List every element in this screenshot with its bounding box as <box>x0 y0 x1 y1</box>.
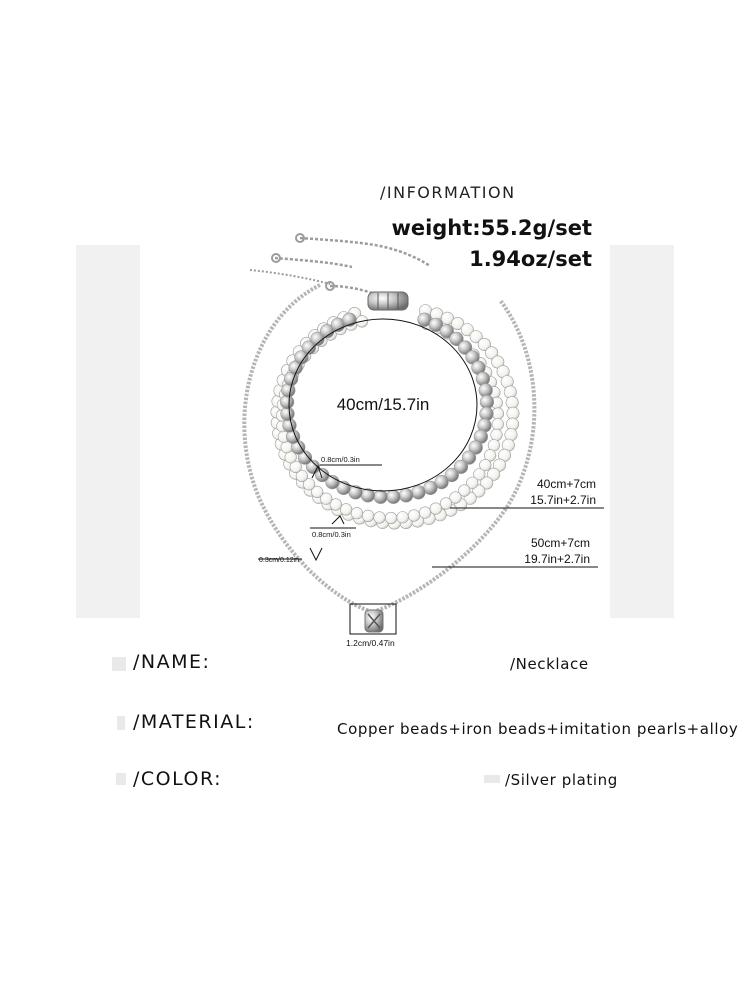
pearl-bead <box>503 385 517 399</box>
pearl-bead <box>303 478 316 491</box>
bead-small-size: 0.3cm/0.12in <box>259 557 299 564</box>
inner-diameter-label: 40cm/15.7in <box>337 395 430 414</box>
pearl-bead <box>289 460 302 474</box>
silver-bead <box>458 340 473 355</box>
pearl-bead <box>485 346 499 360</box>
silver-bead <box>310 331 325 347</box>
pearl-bead <box>469 330 483 344</box>
pearl-bead <box>295 469 309 483</box>
silver-bead <box>439 324 454 339</box>
silver-bead <box>434 475 449 490</box>
extender-chains <box>249 233 431 295</box>
pearl-bead <box>458 484 471 497</box>
pearl-bead <box>449 491 462 504</box>
bead-large-size: 0.8cm/0.3in <box>321 455 360 464</box>
silver-bead <box>479 406 494 421</box>
outer-length-cm: 50cm+7cm <box>531 536 590 550</box>
pearl-bead <box>487 467 501 481</box>
pearl-bead <box>320 492 333 505</box>
silver-bead <box>294 350 309 365</box>
dimension-leaders <box>258 464 604 568</box>
pearl-bead <box>373 511 386 524</box>
middle-length-cm: 40cm+7cm <box>537 477 596 491</box>
pearl-bead <box>472 484 486 498</box>
pearl-bead <box>311 485 324 499</box>
silver-bead-strand <box>280 312 495 504</box>
pearl-bead <box>484 449 497 462</box>
material-value: Copper beads+iron beads+imitation pearls… <box>337 720 739 738</box>
pearl-bead <box>429 502 442 515</box>
inner-diameter-circle <box>288 318 478 492</box>
pearl-bead <box>490 428 503 442</box>
pearl-bead <box>479 459 492 472</box>
pearl-bead <box>340 503 353 516</box>
silver-bead <box>453 459 469 474</box>
middle-length-in: 15.7in+2.7in <box>530 493 596 507</box>
pearl-bead <box>491 407 505 420</box>
pearl-bead <box>407 509 421 522</box>
silver-bead <box>449 331 464 347</box>
pearl-bead <box>473 468 486 481</box>
pearl-bead <box>466 476 479 489</box>
weight-grams: weight:55.2g/set <box>391 216 592 240</box>
pearl-bead <box>451 316 465 330</box>
silver-bead <box>399 488 414 503</box>
silver-bead <box>386 489 401 504</box>
bead-pearl-size: 0.8cm/0.3in <box>312 530 351 539</box>
color-label: /COLOR: <box>133 768 223 790</box>
silver-bead <box>423 480 438 496</box>
pearl-bead <box>362 509 375 523</box>
pearl-bead <box>492 458 506 472</box>
name-row-bullet <box>112 657 126 671</box>
silver-bead <box>297 450 313 465</box>
outer-ball-chain <box>242 283 537 615</box>
pendant-size: 1.2cm/0.47in <box>346 638 395 648</box>
information-heading: /INFORMATION <box>380 183 516 202</box>
pearl-bead <box>491 418 504 431</box>
silver-bead <box>444 467 459 483</box>
silver-bead <box>301 340 317 355</box>
background-panel-right <box>610 245 674 618</box>
pendant <box>349 603 397 635</box>
material-label: /MATERIAL: <box>133 711 255 733</box>
silver-bead <box>411 485 426 500</box>
pearl-bead <box>385 511 398 525</box>
silver-bead <box>282 418 297 433</box>
silver-bead <box>461 450 477 465</box>
silver-bead <box>468 440 483 455</box>
pearl-bead <box>329 498 342 511</box>
pearl-bead <box>439 497 453 510</box>
material-row-bullet <box>117 716 125 730</box>
pearl-bead <box>477 337 491 351</box>
pearl-bead <box>419 506 432 519</box>
name-value: /Necklace <box>510 655 589 673</box>
color-value: /Silver plating <box>505 771 618 789</box>
weight-ounces: 1.94oz/set <box>469 247 592 271</box>
pearl-bead <box>480 476 494 490</box>
silver-bead <box>428 317 444 332</box>
silver-bead <box>373 489 388 504</box>
pearl-bead <box>350 507 364 520</box>
pearl-bead <box>460 323 474 337</box>
name-label: /NAME: <box>133 651 211 673</box>
pearl-bead <box>396 511 409 524</box>
color-row-bullet <box>116 773 126 785</box>
background-panel-left <box>76 245 140 618</box>
outer-length-in: 19.7in+2.7in <box>524 552 590 566</box>
color-value-bullet <box>484 775 500 783</box>
silver-bead <box>325 475 340 490</box>
clasp <box>367 291 409 311</box>
